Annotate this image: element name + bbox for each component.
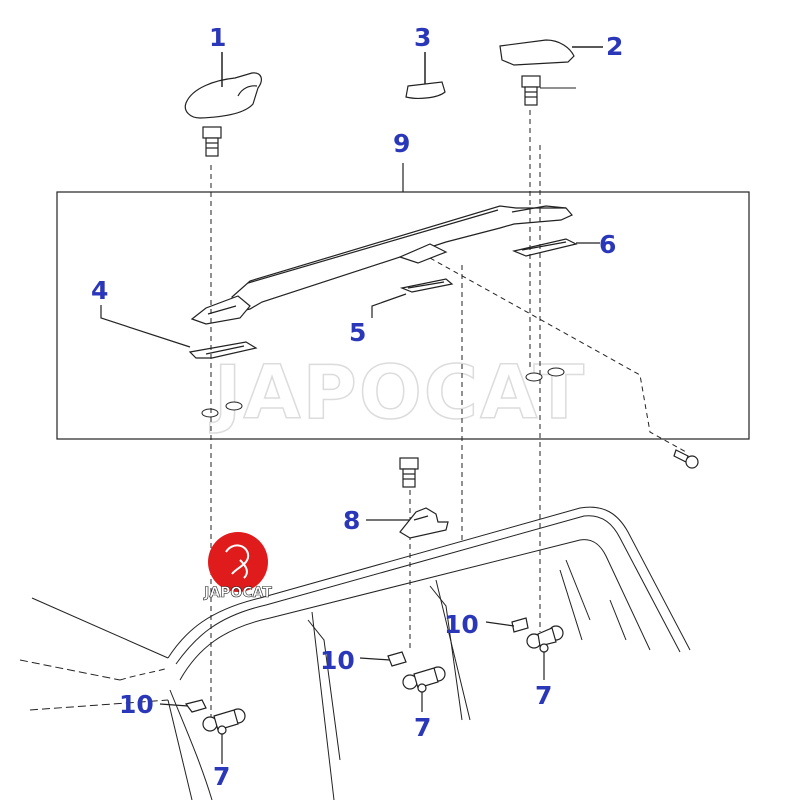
bolt-center — [399, 457, 419, 488]
japocat-logo: JAPOCAT — [203, 532, 273, 601]
leader-4 — [100, 305, 191, 348]
clip-nut-center — [402, 666, 446, 693]
callout-2: 2 — [606, 32, 624, 61]
front-end-cover — [184, 72, 262, 119]
center-bracket — [399, 507, 449, 539]
bolt-rear — [521, 75, 541, 106]
callout-10-center: 10 — [320, 646, 355, 675]
small-cap — [405, 81, 446, 99]
callout-10-front: 10 — [119, 690, 154, 719]
callout-7-front: 7 — [213, 762, 231, 791]
callout-3: 3 — [414, 23, 432, 52]
washer — [201, 367, 565, 418]
callout-6: 6 — [599, 230, 617, 259]
clip-nut-rear — [526, 625, 564, 653]
clip — [184, 617, 529, 713]
bolt — [202, 126, 222, 157]
callout-7-rear: 7 — [535, 681, 553, 710]
center-pad — [399, 278, 454, 293]
rear-end-cover — [499, 39, 575, 66]
screw — [673, 449, 699, 469]
watermark-text: JAPOCAT — [209, 350, 586, 436]
clip-nut-front — [202, 708, 246, 735]
leader-10 — [159, 621, 515, 707]
logo-text: JAPOCAT — [203, 585, 272, 601]
vehicle-roof — [19, 506, 691, 801]
callout-1: 1 — [209, 23, 227, 52]
callout-7-center: 7 — [414, 713, 432, 742]
rear-pad — [512, 238, 578, 257]
front-pad — [188, 341, 258, 359]
callout-10-rear: 10 — [444, 610, 479, 639]
callout-4: 4 — [91, 276, 109, 305]
leader-5 — [371, 293, 407, 318]
callout-5: 5 — [349, 318, 367, 347]
leader-7 — [221, 652, 545, 764]
roof-rail — [190, 205, 573, 325]
assembly-lines — [210, 110, 687, 722]
callout-8: 8 — [343, 506, 361, 535]
callout-9: 9 — [393, 129, 411, 158]
